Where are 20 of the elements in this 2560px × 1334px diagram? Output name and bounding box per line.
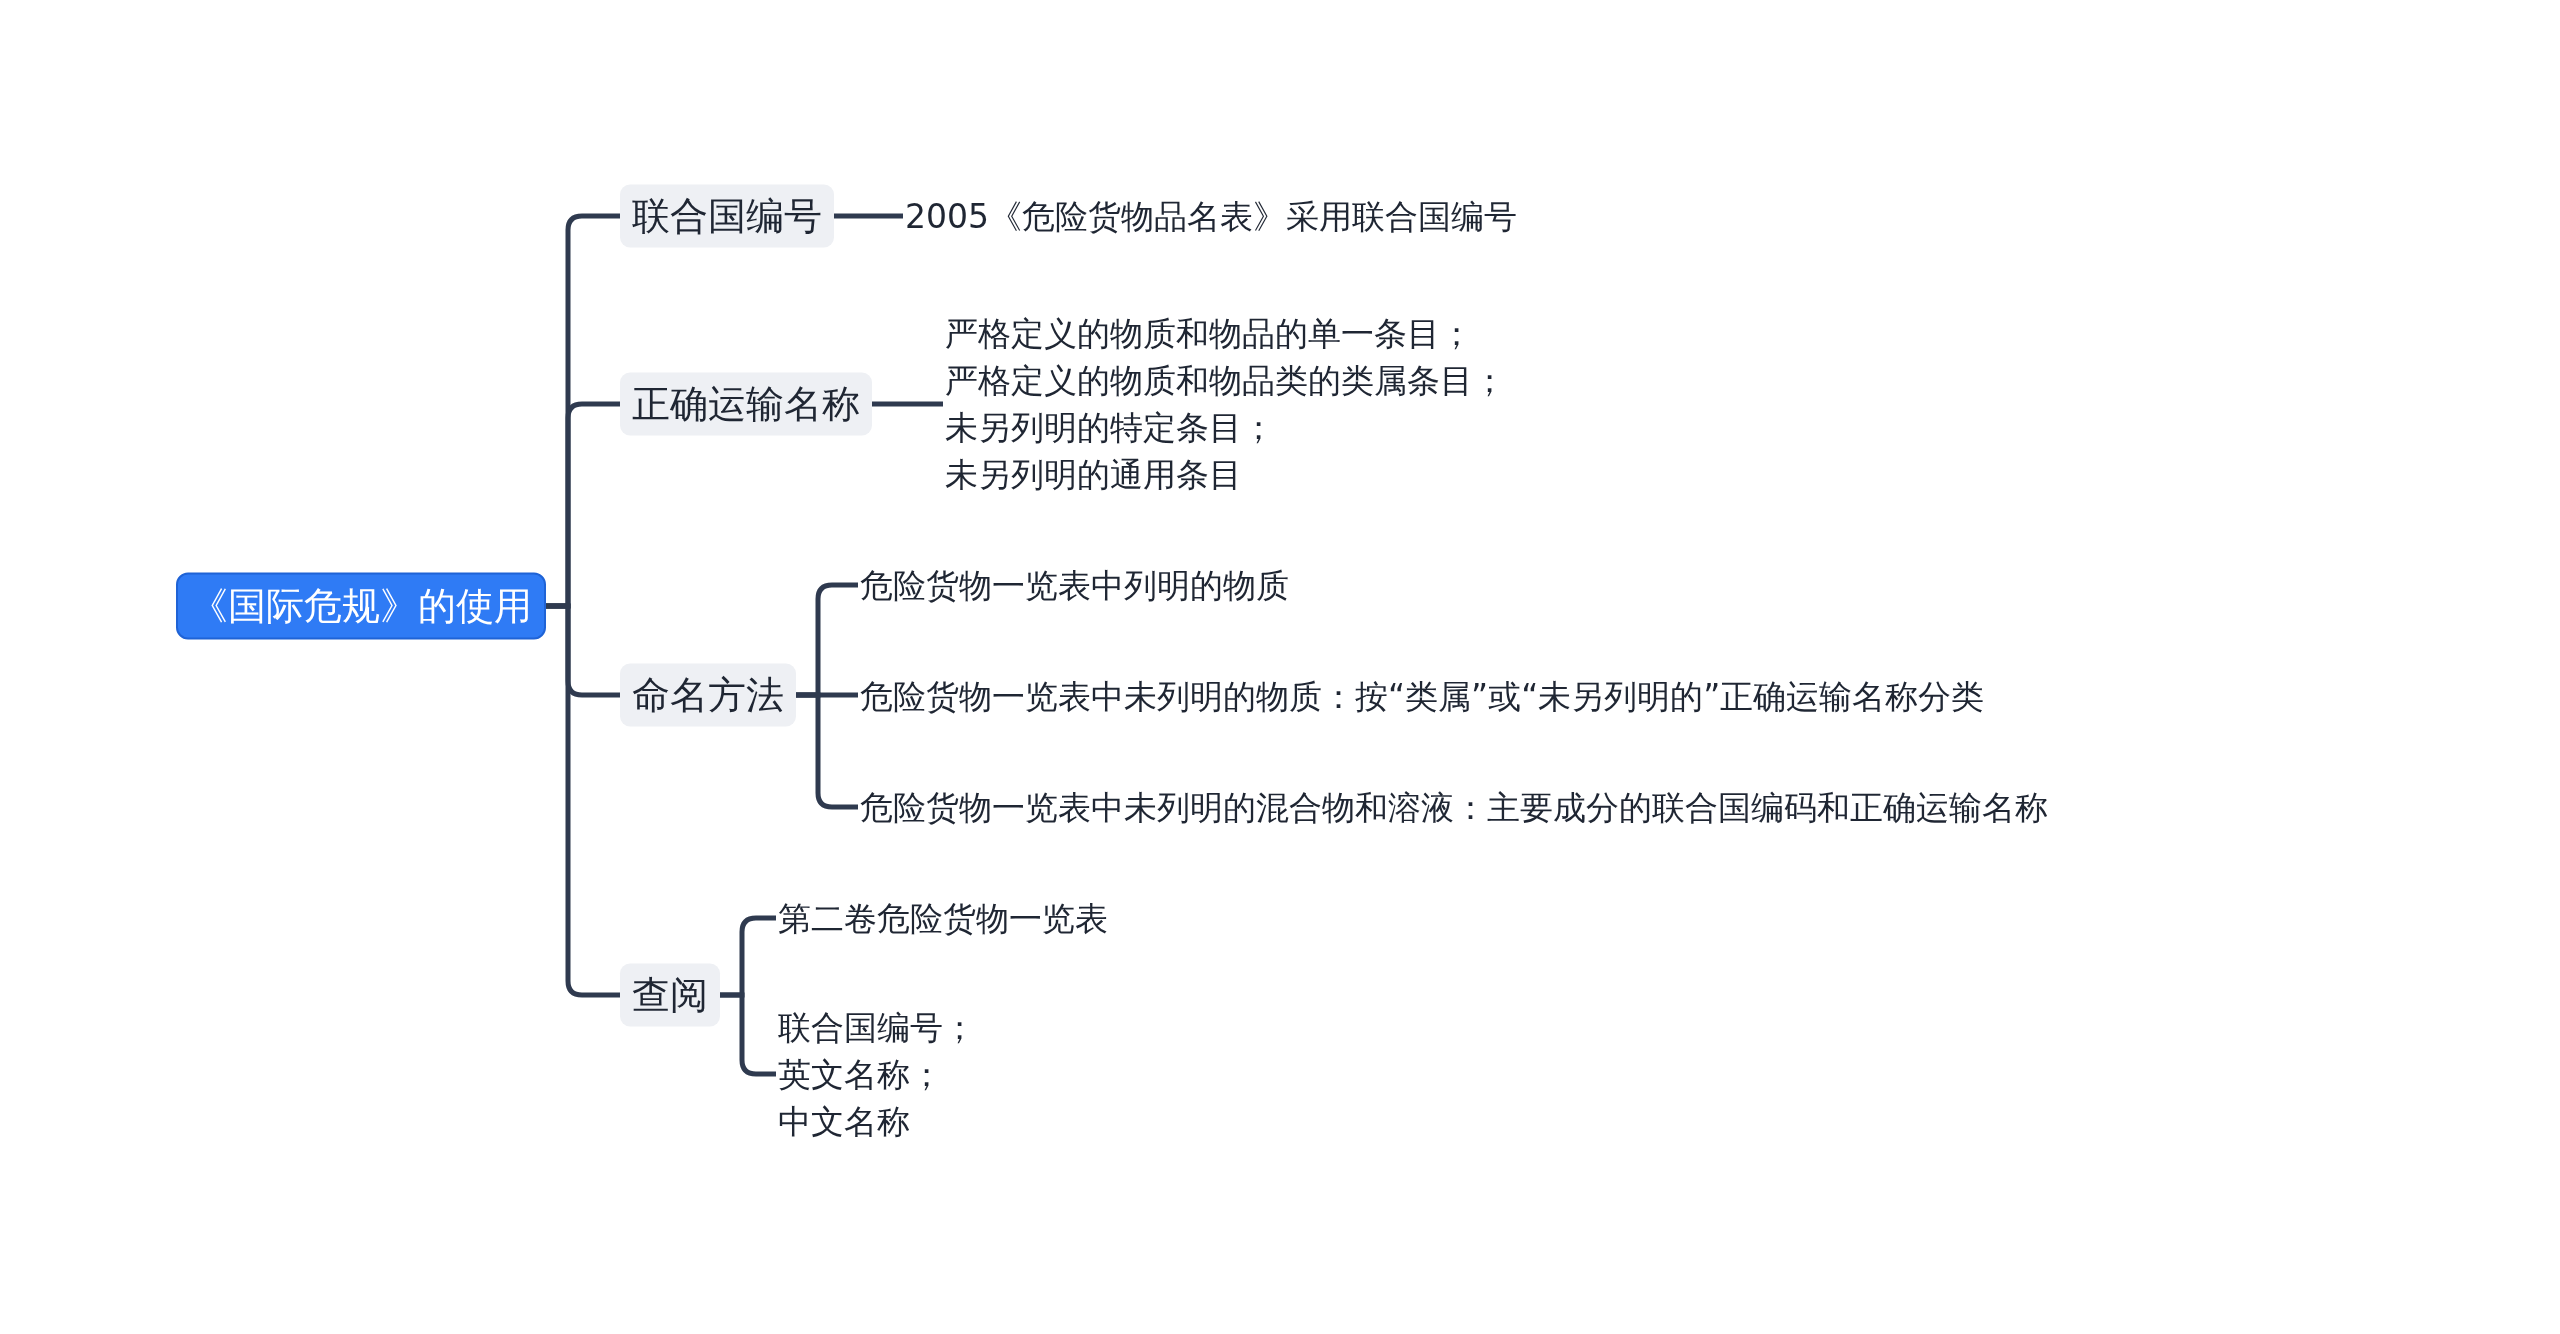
subtopic-text: 2005《危险货物品名表》采用联合国编号 — [903, 192, 1519, 240]
topic-box: 联合国编号 — [620, 184, 834, 248]
root-topic: 《国际危规》的使用 — [176, 572, 546, 640]
subtopic-text: 危险货物一览表中未列明的混合物和溶液：主要成分的联合国编码和正确运输名称 — [858, 783, 2050, 831]
subtopic-text: 危险货物一览表中列明的物质 — [858, 561, 1291, 609]
topic-box: 查阅 — [620, 963, 720, 1027]
subtopic-text: 未另列明的特定条目； — [945, 407, 1276, 449]
connector-line — [546, 603, 620, 998]
subtopic-text: 联合国编号； — [778, 1006, 976, 1049]
subtopic-text: 英文名称； — [778, 1053, 944, 1096]
connector-line — [834, 213, 903, 219]
subtopic-text: 危险货物一览表中未列明的物质：按“类属”或“未另列明的”正确运输名称分类 — [858, 672, 1987, 720]
connector-line — [872, 401, 943, 407]
subtopic-text: 第二卷危险货物一览表 — [776, 894, 1110, 942]
topic-box: 命名方法 — [620, 663, 796, 727]
subtopic-text: 未另列明的通用条目 — [945, 454, 1243, 496]
subtopic-text: 严格定义的物质和物品的单一条目； — [945, 313, 1474, 355]
topic-box: 正确运输名称 — [620, 372, 872, 436]
subtopic-text: 中文名称 — [778, 1100, 911, 1143]
subtopic-text: 严格定义的物质和物品类的类属条目； — [945, 360, 1506, 402]
